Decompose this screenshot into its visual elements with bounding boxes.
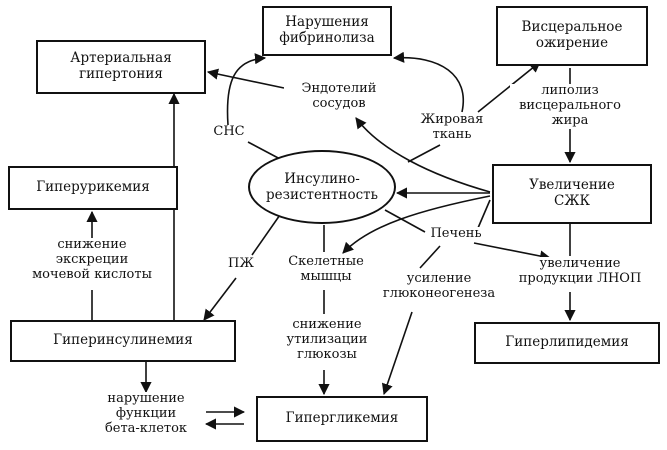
node-hyperuricemia: Гиперурикемия — [8, 166, 178, 210]
label-lipolysis: липолиз висцерального жира — [510, 83, 630, 129]
node-hyperlipidemia: Гиперлипидемия — [474, 322, 660, 364]
node-ffa-increase: Увеличение СЖК — [492, 164, 652, 224]
node-fibrinolysis: Нарушения фибринолиза — [262, 6, 392, 56]
label-uric: снижение экскреции мочевой кислоты — [22, 237, 162, 283]
node-hypertension: Артериальная гипертония — [36, 40, 206, 94]
label-pancreas: ПЖ — [226, 256, 256, 272]
arrow-adipose-to-fibrinolysis — [392, 51, 465, 113]
label-vldl: увеличение продукции ЛНОП — [515, 256, 645, 287]
node-insulin-resistance: Инсулино- резистентность — [248, 150, 396, 224]
label-muscles: Скелетные мышцы — [284, 254, 368, 285]
label-glucose-util: снижение утилизации глюкозы — [280, 317, 374, 363]
arrow-ffa-to-endothelium — [355, 117, 491, 193]
line-liver-to-gluconeo — [419, 245, 441, 269]
node-hyperglycemia: Гипергликемия — [256, 396, 428, 442]
line-ir-to-liver — [384, 209, 426, 233]
label-sns: СНС — [209, 124, 249, 140]
line-ffa-to-liver — [477, 199, 491, 229]
arrow-liver-to-vldl — [473, 242, 552, 262]
label-adipose: Жировая ткань — [414, 112, 490, 143]
label-endothelium: Эндотелий сосудов — [284, 81, 394, 112]
arrow-pancreas-to-hyperinsulinemia — [203, 277, 237, 321]
arrow-sns-to-fibrinolysis — [226, 53, 267, 126]
arrow-endothelium-to-hypertension — [206, 68, 285, 89]
label-liver: Печень — [428, 226, 484, 242]
arrow-gluconeo-to-hyperglycemia — [381, 311, 413, 396]
label-gluconeo: усиление глюконеогенеза — [374, 271, 504, 302]
arrow-adipose-to-visceral — [477, 61, 541, 113]
label-beta-cells: нарушение функции бета-клеток — [88, 391, 204, 437]
line-ir-to-pancreas — [251, 211, 283, 256]
node-hyperinsulinemia: Гиперинсулинемия — [10, 320, 236, 362]
node-visceral-obesity: Висцеральное ожирение — [496, 6, 648, 66]
line-ir-to-adipose — [407, 144, 441, 163]
